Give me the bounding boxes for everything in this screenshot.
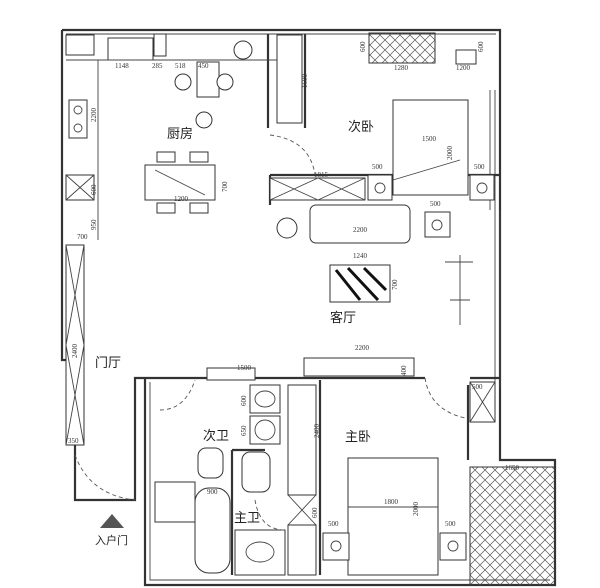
dim: 1148 <box>115 62 129 70</box>
dim: 600 <box>240 395 248 406</box>
dim: 500 <box>474 163 485 171</box>
dim: 500 <box>372 163 383 171</box>
bathrooms <box>154 367 317 576</box>
cooktop-small <box>153 33 167 57</box>
label-second-bedroom: 次卧 <box>348 119 374 135</box>
label-master-bedroom: 主卧 <box>345 430 371 445</box>
dim: 600 <box>359 41 367 52</box>
dim: 2200 <box>355 344 370 352</box>
tv-cabinet <box>303 357 415 377</box>
second-bedroom <box>269 32 495 201</box>
exercise-bike <box>445 255 473 325</box>
dim: 1500 <box>237 364 252 372</box>
interior-walls <box>160 34 500 575</box>
dim: 600 <box>90 184 98 195</box>
dim: 1240 <box>353 252 368 260</box>
dim: 1200 <box>174 195 189 203</box>
master-bedroom <box>322 377 556 586</box>
label-foyer: 门厅 <box>95 356 121 371</box>
dim: 1600 <box>301 74 309 89</box>
label-entrance: 入户门 <box>95 533 128 547</box>
dim: 450 <box>198 62 209 70</box>
dim: 350 <box>68 437 79 445</box>
wardrobe <box>287 384 317 496</box>
dim: 900 <box>207 488 218 496</box>
dim: 950 <box>90 219 98 230</box>
dim: 1200 <box>456 64 471 72</box>
toilet <box>241 451 271 493</box>
foyer <box>65 244 136 528</box>
dim: 2200 <box>90 108 98 123</box>
dim: 1500 <box>422 135 437 143</box>
dim: 650 <box>240 425 248 436</box>
room-labels: 厨房 次卧 客厅 门厅 次卫 主卧 主卫 入户门 <box>95 119 374 547</box>
dim: 500 <box>328 520 339 528</box>
label-second-bathroom: 次卫 <box>203 428 229 444</box>
sofa <box>309 204 411 244</box>
label-living-room: 客厅 <box>330 310 356 326</box>
bed <box>392 99 469 196</box>
kitchen <box>65 33 316 240</box>
dim: 1650 <box>505 464 520 472</box>
plant <box>233 40 253 60</box>
bathtub <box>194 487 231 574</box>
entrance-arrow-icon <box>100 514 124 528</box>
stove <box>68 99 88 139</box>
balcony <box>469 466 556 586</box>
dim: 1800 <box>384 498 399 506</box>
dim: 500 <box>472 383 483 391</box>
dim: 518 <box>175 62 186 70</box>
dim: 1280 <box>394 64 409 72</box>
chair <box>455 49 477 65</box>
dim: 700 <box>391 279 399 290</box>
dimension-labels: 1148 285 518 450 2200 600 950 700 1200 7… <box>68 41 520 528</box>
dim: 1815 <box>314 171 329 179</box>
exterior-walls <box>60 28 557 587</box>
dim: 700 <box>77 233 88 241</box>
dim: 400 <box>400 365 408 376</box>
sink <box>107 37 154 61</box>
dim: 700 <box>221 181 229 192</box>
dim: 2200 <box>353 226 368 234</box>
cabinet <box>269 177 366 201</box>
living-room <box>276 204 473 377</box>
dim: 2000 <box>412 502 420 517</box>
plant <box>276 217 298 239</box>
dim: 2400 <box>313 424 321 439</box>
dim: 2400 <box>71 344 79 359</box>
wardrobe <box>276 34 303 124</box>
dim: 500 <box>445 520 456 528</box>
vanity <box>154 481 196 523</box>
dim: 600 <box>311 507 319 518</box>
dim: 285 <box>152 62 163 70</box>
bed <box>347 457 439 576</box>
toilet <box>197 447 224 479</box>
dim: 2000 <box>446 146 454 161</box>
label-master-bathroom: 主卫 <box>234 511 260 526</box>
desk <box>368 32 436 64</box>
label-kitchen: 厨房 <box>167 126 193 142</box>
dim: 500 <box>430 200 441 208</box>
dim: 600 <box>477 41 485 52</box>
